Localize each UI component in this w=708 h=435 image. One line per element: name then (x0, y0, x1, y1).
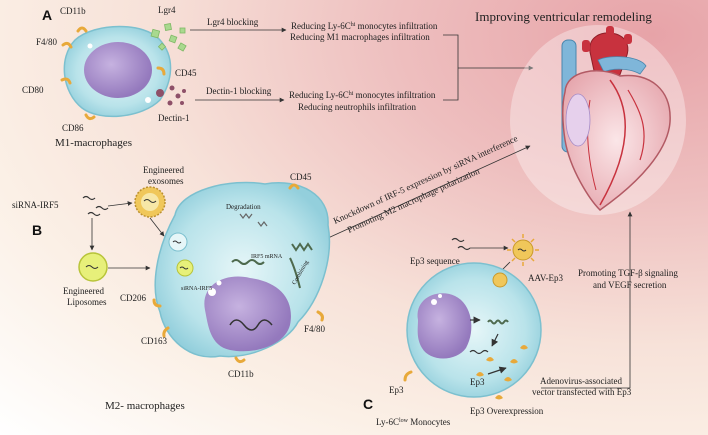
dectin1-arrow-label: Dectin-1 blocking (206, 86, 272, 96)
irf5-mrna-label: IRF5 mRNA (251, 254, 283, 260)
adeno-label-line2: vector transfected with Ep3 (532, 387, 632, 397)
m2-marker-cd11b: CD11b (228, 369, 254, 379)
lgr4-effect-line1: Reducing Ly-6Chi monocytes infiltration (291, 21, 438, 31)
panel-b-arrows (89, 201, 165, 271)
aav-ep3-label: AAV-Ep3 (528, 273, 564, 283)
dectin1-effect-line1: Reducing Ly-6Chi monocytes infiltration (289, 90, 436, 100)
m1-cell-label: M1-macrophages (55, 137, 132, 149)
ep3-inner-label: Ep3 (470, 377, 485, 387)
ep3-overexpression-label: Ep3 Overexpression (470, 406, 544, 416)
m1-macrophage-cell (63, 25, 172, 118)
marker-cd45: CD45 (175, 68, 197, 78)
ep3-left-label: Ep3 (389, 385, 404, 395)
m2-marker-cd163: CD163 (141, 336, 168, 346)
m2-cell-label: M2- macrophages (105, 400, 185, 412)
dectin1-effect-line2: Reducing neutrophils infiltration (298, 102, 416, 112)
panel-letter-a: A (42, 7, 52, 23)
marker-cd11b: CD11b (60, 6, 86, 16)
lgr4-arrow-label: Lgr4 blocking (207, 17, 259, 27)
ep3-sequence-label: Ep3 sequence (410, 256, 460, 266)
panel-letter-c: C (363, 396, 373, 412)
liposome-label-line2: Liposomes (67, 297, 107, 307)
sirna-irf5-label: siRNA-IRF5 (12, 200, 59, 210)
m2-receptors (152, 183, 324, 364)
ep3-protein-icons (476, 345, 528, 400)
monocyte-rna-strands (469, 316, 509, 375)
m1-receptors (60, 26, 166, 121)
ep3-receptor-left (403, 370, 413, 382)
engineered-exosome-icon (134, 186, 166, 218)
adeno-label-line1: Adenovirus-associated (540, 376, 622, 386)
panel-a-connector (443, 34, 534, 101)
ly6c-low-monocyte-cell (406, 262, 542, 398)
m2-marker-cd206: CD206 (120, 293, 147, 303)
monocyte-cell-label: Ly-6Clow Monocytes (376, 417, 451, 427)
tgf-label-line1: Promoting TGF-β signaling (578, 268, 678, 278)
lgr4-receptor-icon (150, 23, 187, 52)
tgf-label-line2: and VEGF secretion (593, 280, 667, 290)
m2-macrophage-cell (154, 181, 331, 358)
sirna-squiggles (82, 195, 109, 217)
figure-title: Improving ventricular remodeling (475, 9, 652, 24)
m2-rna-strands (229, 213, 313, 331)
exosome-label-line2: exosomes (148, 176, 184, 186)
inner-sirna-label: siRNA-IRF5 (181, 286, 212, 292)
marker-cd86: CD86 (62, 123, 84, 133)
liposome-label-line1: Engineered (63, 286, 104, 296)
lgr4-effect-line2: Reducing M1 macrophages infiltration (290, 32, 430, 42)
degradation-label: Degradation (226, 203, 261, 211)
marker-dectin1: Dectin-1 (158, 113, 190, 123)
irf5-knockdown-label: Knockdown of IRF-5 expression by siRNA i… (332, 133, 519, 226)
m2-marker-f480: F4/80 (304, 324, 326, 334)
aav-ep3-icon (507, 234, 539, 266)
m2-nucleus (204, 276, 291, 352)
m2-to-heart-arrow (327, 145, 531, 239)
marker-lgr4: Lgr4 (158, 5, 176, 15)
exosome-label-line1: Engineered (143, 165, 184, 175)
heart-illustration (510, 25, 686, 215)
monocyte-nucleus (417, 293, 472, 359)
m1-nucleus (84, 42, 152, 98)
m2-marker-cd45: CD45 (290, 172, 312, 182)
panel-letter-b: B (32, 222, 42, 238)
engineered-liposome-icon (78, 252, 108, 282)
dectin1-receptor-icon (156, 85, 186, 106)
panel-c-connector (541, 211, 633, 389)
marker-cd80: CD80 (22, 85, 44, 95)
ep3-sequence-squiggles (451, 237, 471, 251)
marker-f480: F4/80 (36, 37, 58, 47)
